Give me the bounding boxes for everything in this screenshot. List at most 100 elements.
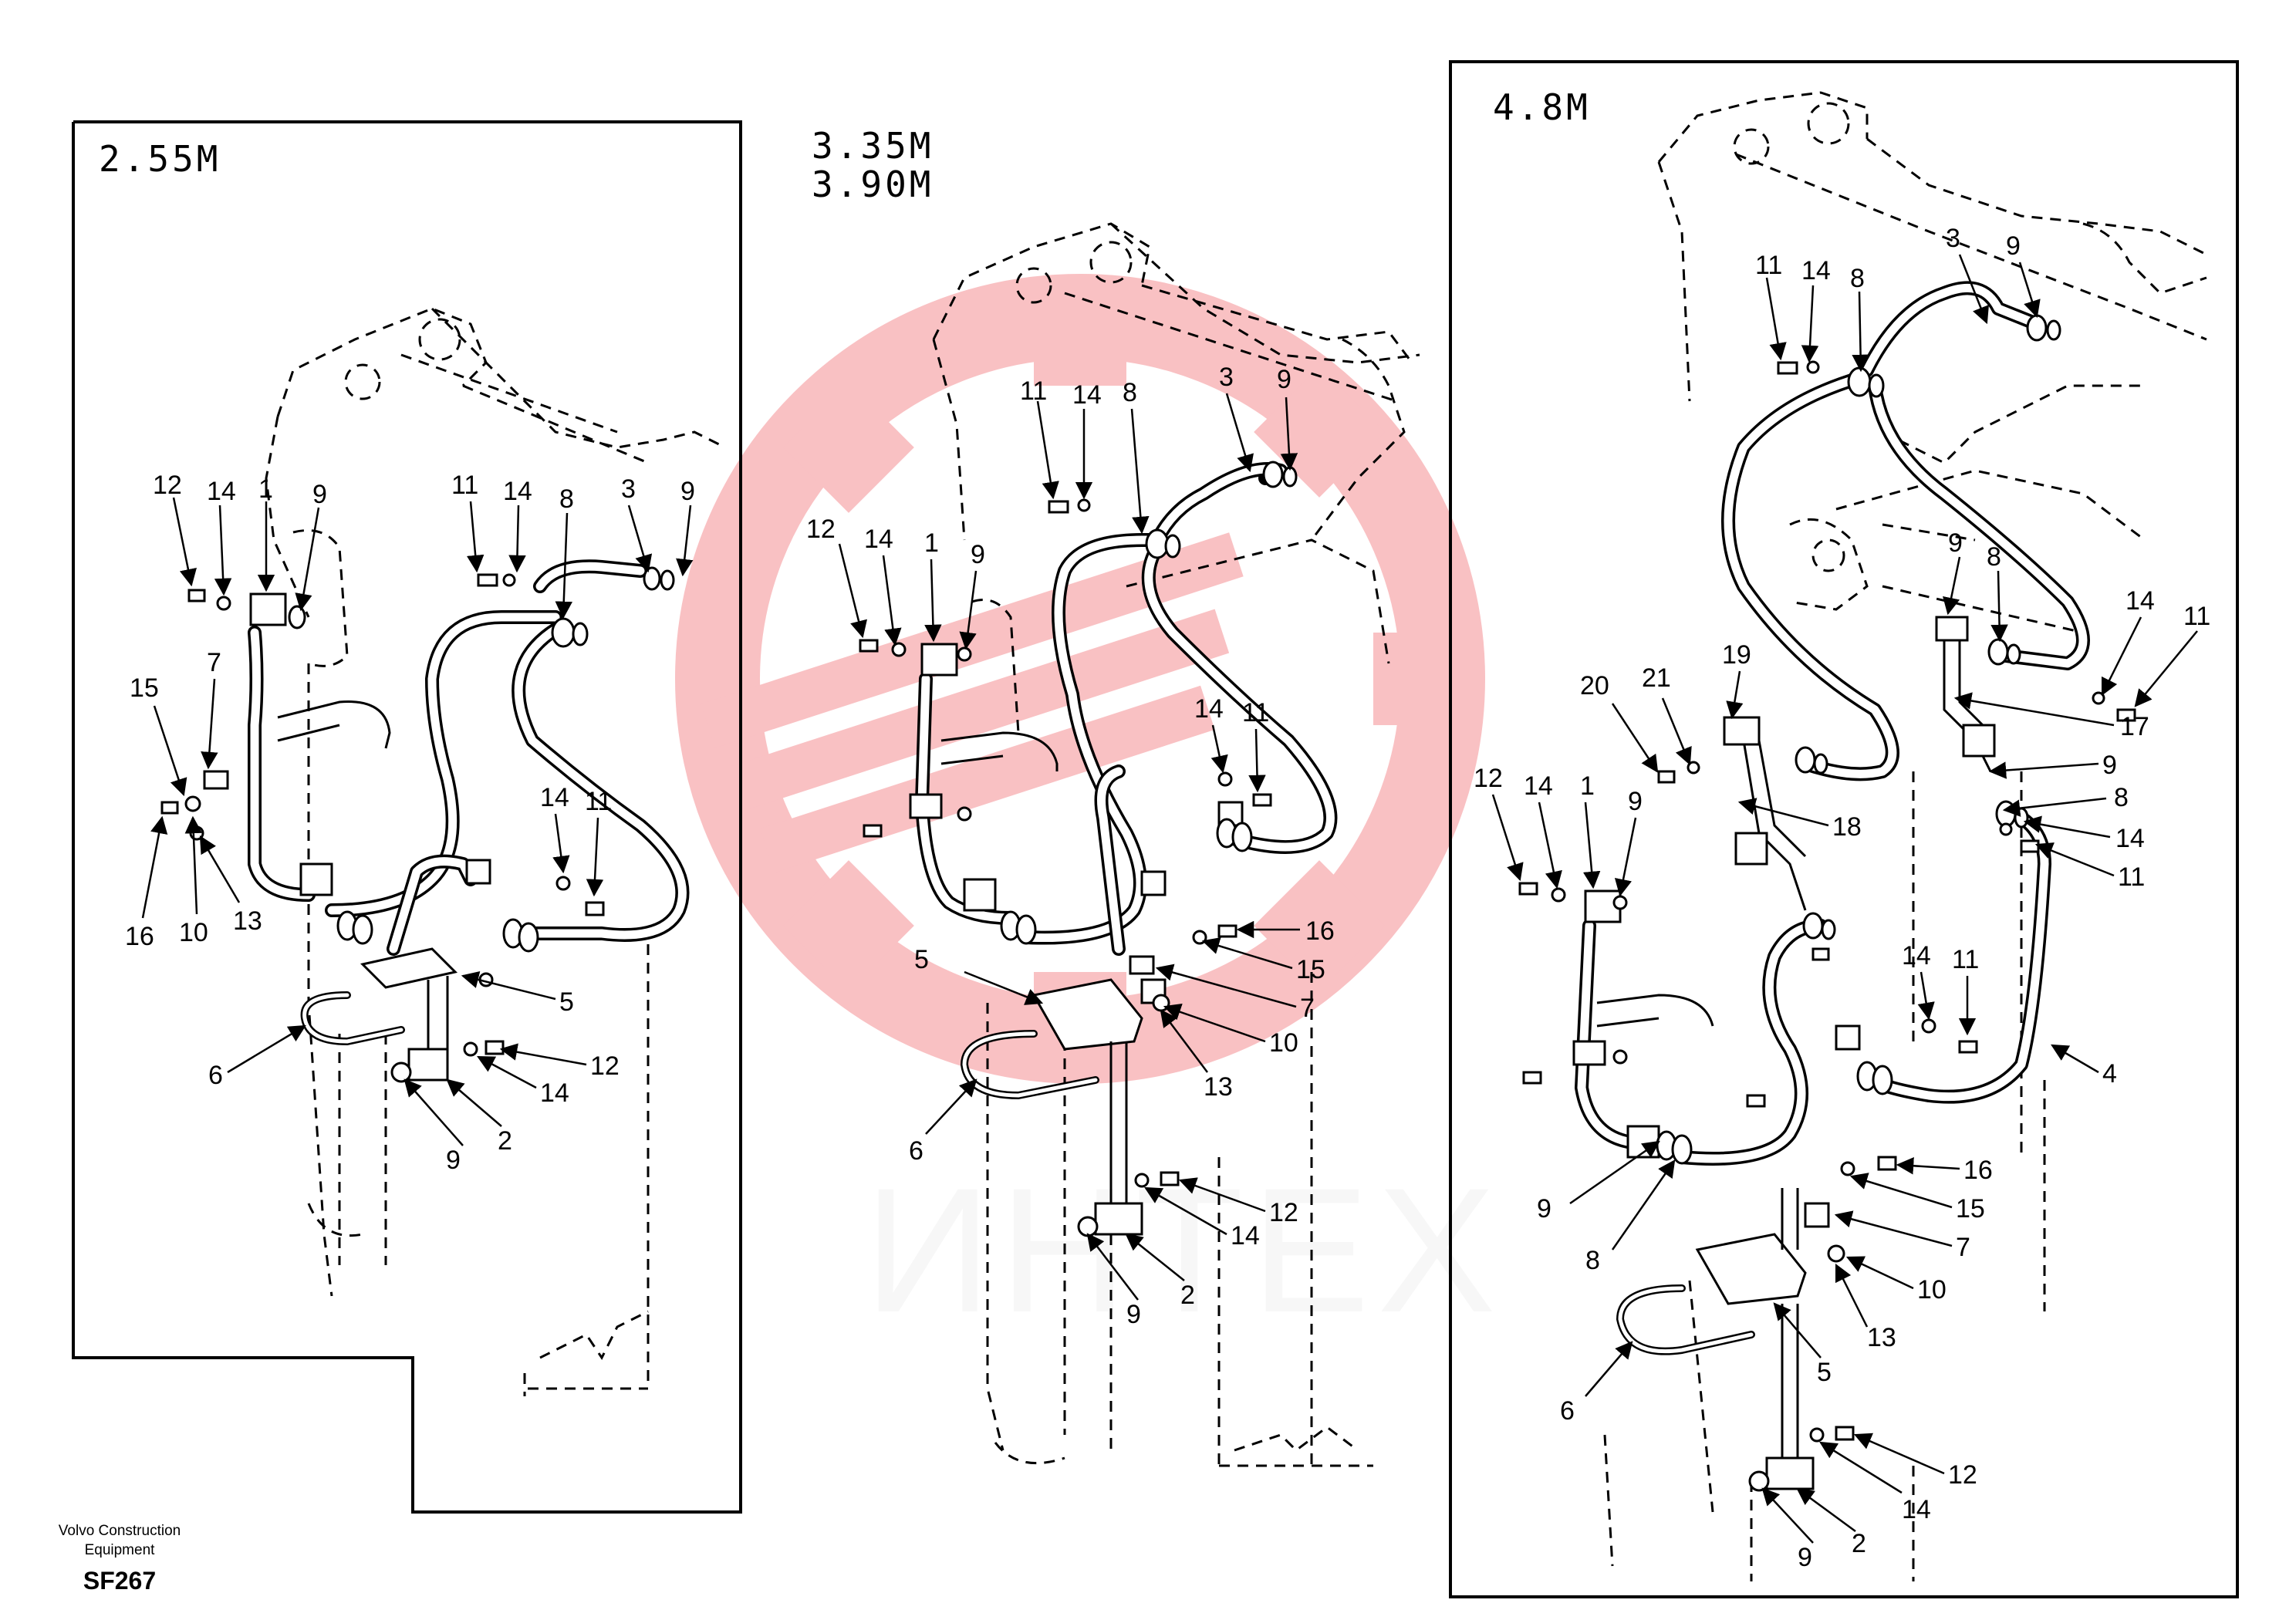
block-middle-2 [1094,1202,1143,1236]
callout-left-14-bottom: 14 [540,1078,569,1108]
hose-left-a [248,626,316,902]
callout-right-14-bottom: 14 [1902,1495,1931,1524]
clamp-bar-left [277,700,391,749]
callout-right-14-top: 14 [1801,256,1831,285]
callout-left-5: 5 [559,987,574,1017]
callout-right-19: 19 [1722,640,1751,670]
callout-left-12-lower: 12 [590,1051,620,1081]
callout-right-9-upper: 9 [1948,528,1963,558]
callout-middle-15: 15 [1296,955,1325,984]
callout-right-9-mid: 9 [2102,751,2117,780]
callout-middle-5: 5 [914,945,929,974]
callout-middle-13: 13 [1204,1072,1233,1102]
block-right-19 [1723,716,1761,746]
callout-left-6: 6 [208,1061,223,1090]
hose-right-e [1575,919,1673,1149]
callout-right-12-upper: 12 [1474,764,1503,793]
callout-right-12-lower: 12 [1948,1460,1977,1490]
hose-middle-c [1150,462,1288,547]
callout-right-11-top: 11 [1755,251,1782,280]
callout-left-7: 7 [207,648,221,677]
footer: Volvo Construction Equipment SF267 [59,1523,181,1595]
callout-right-11-upper: 11 [2183,602,2210,631]
brand-line-1: Volvo Construction [59,1523,181,1539]
brand-line-2: Equipment [85,1542,156,1558]
diagram-middle: 11 14 8 3 9 12 14 1 9 14 11 16 15 7 10 1… [806,222,1420,1467]
callout-middle-16: 16 [1305,916,1335,946]
block-right-17 [1935,616,1969,642]
callout-right-18: 18 [1832,812,1862,842]
callout-middle-12-lower: 12 [1269,1198,1298,1227]
callout-middle-9-top: 9 [1277,365,1292,394]
callout-right-7: 7 [1956,1233,1970,1262]
callout-right-14-upper: 14 [2125,586,2155,616]
callout-right-6: 6 [1560,1396,1575,1426]
callout-left-15: 15 [130,673,159,703]
callout-middle-3: 3 [1219,363,1234,392]
callout-left-11-upper: 11 [451,471,478,500]
callout-right-2: 2 [1852,1529,1866,1558]
callout-left-13: 13 [233,906,262,936]
frame-left [72,120,742,1514]
callout-right-5: 5 [1817,1358,1832,1387]
hose-right-c [1868,379,2090,670]
callout-right-9-bottom: 9 [1798,1543,1812,1572]
hose-middle-b [1019,533,1164,945]
callout-right-16: 16 [1963,1156,1993,1185]
callout-middle-7: 7 [1300,994,1315,1023]
callout-right-8-top: 8 [1850,264,1865,293]
callout-right-15: 15 [1956,1194,1985,1223]
callout-left-16: 16 [125,922,154,951]
frame-right [1449,60,2239,1598]
hose-right-b [1721,371,1899,781]
callout-middle-14-upper: 14 [864,525,893,554]
callout-middle-12-upper: 12 [806,515,836,544]
callout-right-11-mid: 11 [2118,862,2145,892]
callout-middle-2: 2 [1180,1281,1195,1310]
callout-right-9-lower: 9 [1537,1194,1551,1223]
callout-left-9-upper: 9 [312,480,327,509]
clamp-plate-right [1695,1233,1807,1305]
section-title-right: 4.8M [1493,86,1591,128]
callout-left-14-lower: 14 [540,783,569,812]
callout-left-9-top: 9 [680,477,695,506]
callout-right-9-left: 9 [1628,787,1643,816]
block-right-2 [1765,1456,1815,1490]
callout-left-8: 8 [559,484,574,514]
callout-right-13: 13 [1867,1323,1896,1352]
u-bolt-left [300,991,405,1045]
u-bolt-middle [961,1030,1099,1099]
callout-left-3: 3 [621,474,636,504]
callout-middle-14: 14 [1072,380,1102,410]
callout-middle-9-bottom: 9 [1126,1300,1141,1329]
block-middle-1 [920,643,958,677]
callout-middle-8: 8 [1123,378,1137,407]
callout-left-9-bottom: 9 [446,1146,461,1175]
block-left-1 [249,592,287,626]
callout-middle-1: 1 [924,528,939,558]
block-left-2 [407,1048,449,1082]
callout-right-4: 4 [2102,1059,2117,1088]
callout-left-12-upper: 12 [153,471,182,500]
diagram-left: 12 14 1 9 11 14 8 3 9 15 7 16 10 13 14 1… [125,307,726,1396]
callout-left-2: 2 [498,1126,512,1156]
callout-right-1: 1 [1580,771,1595,801]
drawing-code: SF267 [83,1567,156,1595]
section-title-middle: 3.35M [812,125,934,167]
callout-right-20: 20 [1580,671,1609,700]
callout-middle-14-lower: 14 [1231,1221,1260,1250]
hose-middle-a [915,672,1018,925]
callout-right-14-mid: 14 [2115,824,2145,853]
u-bolt-right [1616,1284,1755,1355]
callout-right-17: 17 [2120,712,2149,741]
callout-left-14-mid: 14 [503,477,532,506]
callout-left-11-lower: 11 [585,787,612,816]
hose-middle-d [1141,541,1338,854]
callout-left-1: 1 [258,474,273,504]
callout-middle-11: 11 [1020,376,1047,406]
callout-middle-9-mid: 9 [971,540,985,569]
callout-left-10: 10 [179,918,208,947]
callout-middle-11-mid: 11 [1242,698,1269,727]
callout-right-11-lower: 11 [1952,945,1979,974]
callout-middle-14-mid: 14 [1194,694,1224,724]
